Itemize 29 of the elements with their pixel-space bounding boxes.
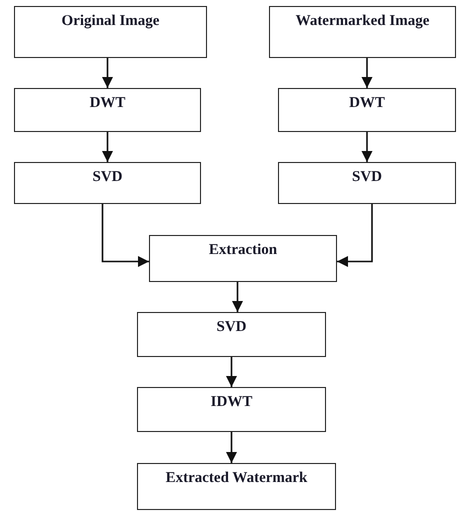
process-box <box>14 6 207 58</box>
arrow <box>102 132 114 162</box>
process-box <box>278 162 456 204</box>
arrow <box>361 132 373 162</box>
box-label: Extraction <box>208 242 278 259</box>
process-box <box>14 162 201 204</box>
process-box <box>149 235 337 282</box>
box-label: IDWT <box>210 394 252 411</box>
process-box <box>137 463 336 510</box>
arrow <box>226 432 238 463</box>
process-box <box>14 88 201 132</box>
box-label: SVD <box>352 169 382 186</box>
box-label: Watermarked Image <box>296 13 430 30</box>
process-box <box>137 387 326 432</box>
box-label: DWT <box>90 95 126 112</box>
box-label: DWT <box>349 95 385 112</box>
arrow <box>226 357 238 387</box>
box-label: SVD <box>92 169 122 186</box>
arrow <box>102 204 149 268</box>
box-label: Extracted Watermark <box>166 470 308 487</box>
arrow <box>337 204 373 268</box>
box-label: SVD <box>216 319 246 336</box>
box-label: Original Image <box>62 13 160 30</box>
process-box <box>278 88 456 132</box>
process-box <box>137 312 326 357</box>
process-box <box>269 6 456 58</box>
arrow <box>361 58 373 88</box>
arrow <box>232 282 244 312</box>
arrow <box>102 58 114 88</box>
